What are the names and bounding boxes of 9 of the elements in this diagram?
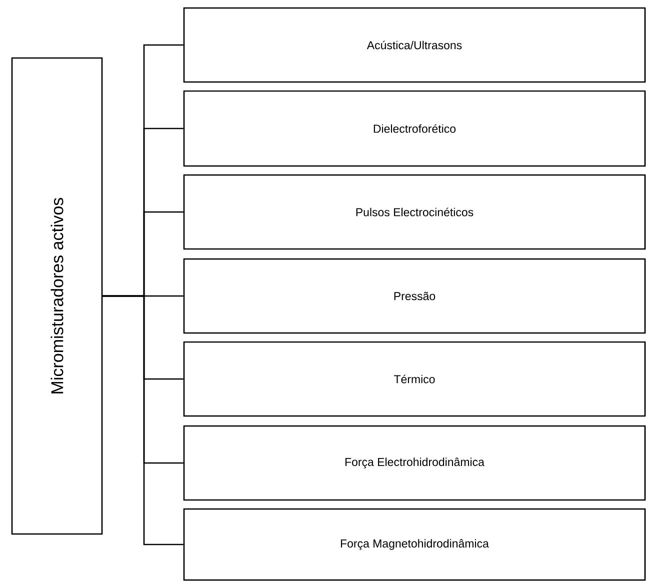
category-box: Micromisturadores activos — [11, 57, 103, 535]
type-box: Dielectroforético — [183, 90, 646, 167]
type-box: Pulsos Electrocinéticos — [183, 174, 646, 250]
connector-line — [102, 295, 184, 546]
type-box: Pressão — [183, 258, 646, 334]
type-box: Força Magnetohidrodinâmica — [183, 508, 646, 581]
type-box: Força Electrohidrodinâmica — [183, 425, 646, 501]
type-box: Térmico — [183, 341, 646, 417]
type-box: Acústica/Ultrasons — [183, 7, 646, 83]
